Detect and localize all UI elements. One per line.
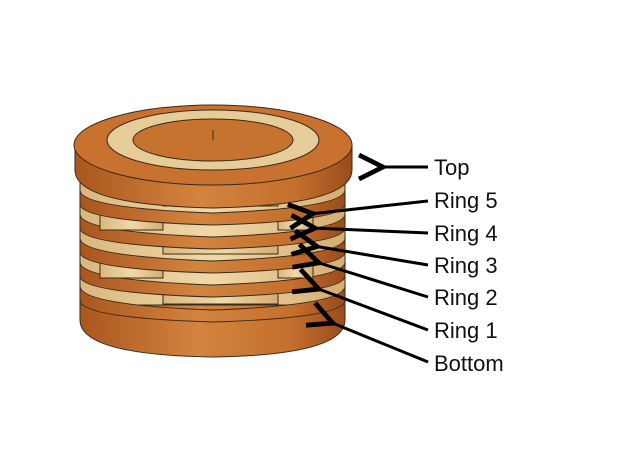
arrow-ring-2 [316, 262, 429, 299]
label-ring-1: Ring 1 [434, 318, 498, 343]
arrow-ring-5 [310, 199, 429, 214]
label-group: Top Ring 5 Ring 4 Ring 3 Ring 2 Ring 1 B… [434, 155, 504, 376]
arrow-bottom [330, 322, 429, 364]
label-bottom: Bottom [434, 351, 504, 376]
arrow-ring-1 [316, 288, 429, 332]
label-ring-5: Ring 5 [434, 188, 498, 213]
ring-stack [73, 104, 353, 358]
top-ring-shape [73, 104, 353, 209]
arrow-ring-3 [314, 246, 429, 267]
arrow-ring-4 [312, 228, 429, 233]
arrow-group [310, 167, 429, 364]
label-ring-4: Ring 4 [434, 221, 498, 246]
label-top: Top [434, 155, 469, 180]
label-ring-3: Ring 3 [434, 253, 498, 278]
label-ring-2: Ring 2 [434, 285, 498, 310]
